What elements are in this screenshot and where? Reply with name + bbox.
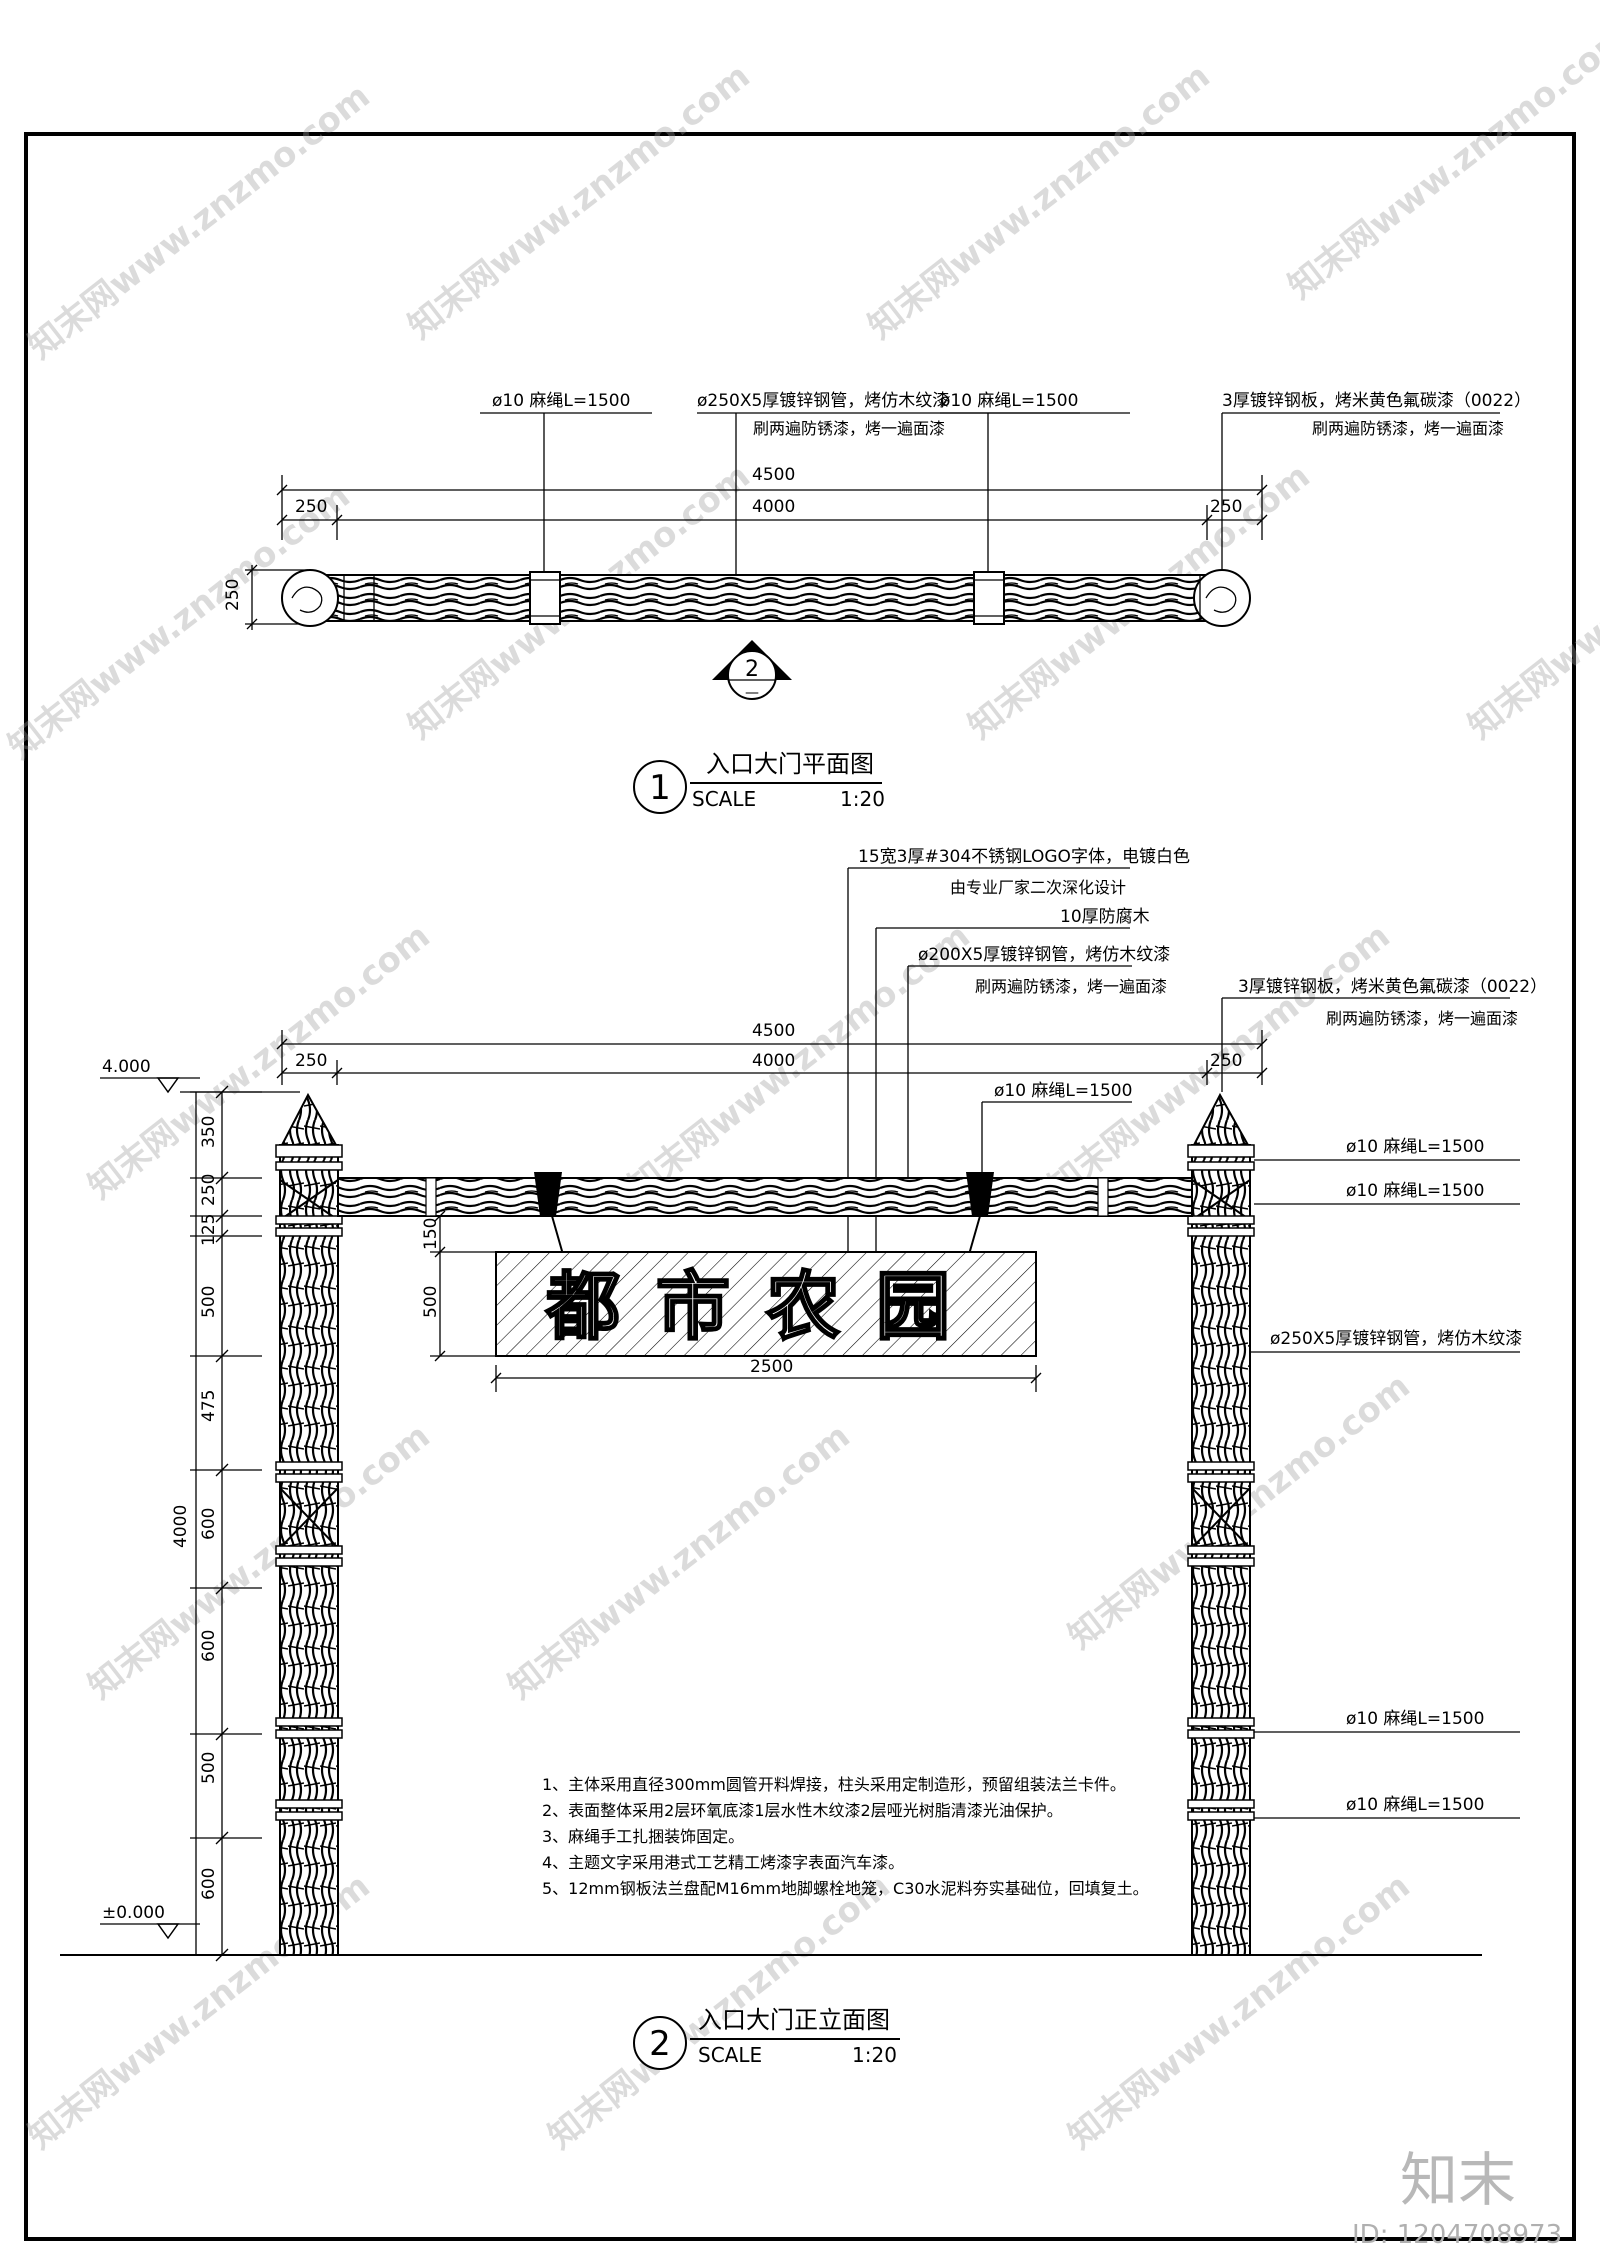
- vdim-tick: [215, 1727, 229, 1741]
- plan-dim-overall: 4500: [752, 465, 795, 485]
- elev-callout-pipe: ø200X5厚镀锌钢管，烤仿木纹漆: [918, 945, 1170, 965]
- elevation-title-block: 2 入口大门正立面图 SCALE 1:20: [633, 2006, 900, 2070]
- plan-callout-pipe-line2: 刷两遍防锈漆，烤一遍面漆: [753, 419, 945, 438]
- vdim-600c: 600: [199, 1868, 219, 1900]
- plan-callout-plate-line2: 刷两遍防锈漆，烤一遍面漆: [1312, 419, 1504, 438]
- plan-callout-rope-left: ø10 麻绳L=1500: [492, 391, 630, 411]
- elev-dim-total-height: 4000: [171, 1505, 191, 1548]
- elev-callout-beam-rope: ø10 麻绳L=1500: [994, 1081, 1132, 1101]
- elev-callout-right-0: ø10 麻绳L=1500: [1346, 1137, 1484, 1157]
- vdim-tick: [215, 1463, 229, 1477]
- vdim-tick: [215, 1831, 229, 1845]
- elev-callout-logo-line2: 由专业厂家二次深化设计: [950, 878, 1126, 897]
- elev-dim-right: 250: [1210, 1051, 1242, 1071]
- image-id: ID: 1204708973: [1352, 2220, 1562, 2250]
- plan-view: ø10 麻绳L=1500 ø250X5厚镀锌钢管，烤仿木纹漆 刷两遍防锈漆，烤一…: [223, 391, 1531, 814]
- elev-callout-logo: 15宽3厚#304不锈钢LOGO字体，电镀白色: [858, 847, 1190, 867]
- vdim-tick: [215, 1209, 229, 1223]
- elev-callout-plate: 3厚镀锌钢板，烤米黄色氟碳漆（0022）: [1238, 977, 1547, 997]
- vdim-tick: [215, 1349, 229, 1363]
- plan-rope-wrap-left: [529, 571, 561, 625]
- vdim-tick: [215, 1581, 229, 1595]
- watermark-text: 知末网www.znzmo.com: [861, 56, 1218, 347]
- plan-callout-rope-right: ø10 麻绳L=1500: [940, 391, 1078, 411]
- elev-callout-wood: 10厚防腐木: [1060, 907, 1150, 927]
- level-top: 4.000: [102, 1057, 151, 1077]
- vdim-600b: 600: [199, 1630, 219, 1662]
- elev-scale-label: SCALE: [698, 2043, 762, 2067]
- elev-scale-value: 1:20: [852, 2043, 897, 2067]
- vdim-600a: 600: [199, 1508, 219, 1540]
- elev-dim-middle: 4000: [752, 1051, 795, 1071]
- plan-beam: [309, 574, 1221, 622]
- elev-post-right: [1187, 1092, 1255, 1956]
- section-marker: 2 —: [712, 640, 792, 701]
- construction-notes: 1、主体采用直径300mm圆管开料焊接，柱头采用定制造形，预留组装法兰卡件。 2…: [542, 1775, 1149, 1898]
- elev-beam: [337, 1177, 1193, 1217]
- plan-dim-left: 250: [295, 497, 327, 517]
- plan-scale-label: SCALE: [692, 787, 756, 811]
- note-item: 3、麻绳手工扎捆装饰固定。: [542, 1827, 744, 1846]
- plan-callout-plate: 3厚镀锌钢板，烤米黄色氟碳漆（0022）: [1222, 391, 1531, 411]
- watermark-layer: 知末网www.znzmo.com 知末网www.znzmo.com 知末网www…: [1, 16, 1600, 2157]
- plan-rope-wrap-right: [973, 571, 1005, 625]
- level-mark-ground: ±0.000: [100, 1903, 200, 1940]
- note-item: 4、主题文字采用港式工艺精工烤漆字表面汽车漆。: [542, 1853, 904, 1872]
- vdim-tick: [215, 1229, 229, 1243]
- watermark-text: 知末网www.znzmo.com: [501, 1416, 858, 1707]
- plan-dim-right: 250: [1210, 497, 1242, 517]
- elev-title: 入口大门正立面图: [698, 2006, 890, 2034]
- watermark-text: 知末网www.znzmo.com: [21, 76, 378, 367]
- elev-title-number: 2: [649, 2024, 671, 2064]
- sign-board: [495, 1251, 1037, 1357]
- elev-dim-left: 250: [295, 1051, 327, 1071]
- section-marker-number: 2: [745, 657, 759, 682]
- plan-title-number: 1: [649, 768, 671, 808]
- watermark-text: 知末网www.znzmo.com: [1281, 16, 1600, 307]
- plan-post-right: [1193, 569, 1251, 627]
- note-item: 2、表面整体采用2层环氧底漆1层水性木纹漆2层哑光树脂清漆光油保护。: [542, 1801, 1063, 1820]
- sign-hanger-right: [966, 1172, 994, 1216]
- watermark-text: 知末网www.znzmo.com: [401, 56, 758, 347]
- elevation-view: 15宽3厚#304不锈钢LOGO字体，电镀白色 由专业厂家二次深化设计 10厚防…: [60, 847, 1547, 2070]
- plan-title: 入口大门平面图: [706, 750, 874, 778]
- plan-title-block: 1 入口大门平面图 SCALE 1:20: [633, 750, 885, 814]
- note-item: 1、主体采用直径300mm圆管开料焊接，柱头采用定制造形，预留组装法兰卡件。: [542, 1775, 1126, 1794]
- vdim-tick: [215, 1948, 229, 1962]
- elev-callout-right-3: ø10 麻绳L=1500: [1346, 1709, 1484, 1729]
- vdim-500a: 500: [199, 1286, 219, 1318]
- plan-callout-pipe: ø250X5厚镀锌钢管，烤仿木纹漆: [697, 391, 949, 411]
- sign-dim-drop: 150: [421, 1218, 441, 1250]
- elev-callout-right-2: ø250X5厚镀锌钢管，烤仿木纹漆: [1270, 1329, 1522, 1349]
- watermark-text: 知末网www.znzmo.com: [1461, 456, 1600, 747]
- sign-text: 都市农园: [545, 1264, 986, 1350]
- plan-scale-value: 1:20: [840, 787, 885, 811]
- sheet-border: [24, 132, 1576, 2241]
- vdim-475: 475: [199, 1390, 219, 1422]
- vdim-350: 350: [199, 1116, 219, 1148]
- sign-dim-width: 2500: [750, 1357, 793, 1377]
- brand-watermark: 知末: [1400, 2146, 1516, 2214]
- vdim-250: 250: [199, 1174, 219, 1206]
- level-ground: ±0.000: [102, 1903, 165, 1923]
- sign-dim-height: 500: [421, 1286, 441, 1318]
- watermark-text: 知末网www.znzmo.com: [81, 1416, 438, 1707]
- plan-dim-height: 250: [223, 579, 243, 611]
- elev-callout-plate-line2: 刷两遍防锈漆，烤一遍面漆: [1326, 1009, 1518, 1028]
- vdim-500b: 500: [199, 1752, 219, 1784]
- note-item: 5、12mm钢板法兰盘配M16mm地脚螺栓地笼，C30水泥料夯实基础位，回填复土…: [542, 1879, 1149, 1898]
- elev-dim-overall: 4500: [752, 1021, 795, 1041]
- elev-callout-right-4: ø10 麻绳L=1500: [1346, 1795, 1484, 1815]
- elev-callout-pipe-line2: 刷两遍防锈漆，烤一遍面漆: [975, 977, 1167, 996]
- vdim-tick: [215, 1085, 229, 1099]
- plan-post-left: [281, 569, 339, 627]
- vdim-125: 125: [199, 1214, 219, 1246]
- elev-post-left: [275, 1092, 343, 1956]
- section-marker-sheet: —: [745, 685, 759, 701]
- vdim-tick: [215, 1171, 229, 1185]
- plan-dim-middle: 4000: [752, 497, 795, 517]
- elev-callout-right-1: ø10 麻绳L=1500: [1346, 1181, 1484, 1201]
- sign-hanger-left: [534, 1172, 562, 1216]
